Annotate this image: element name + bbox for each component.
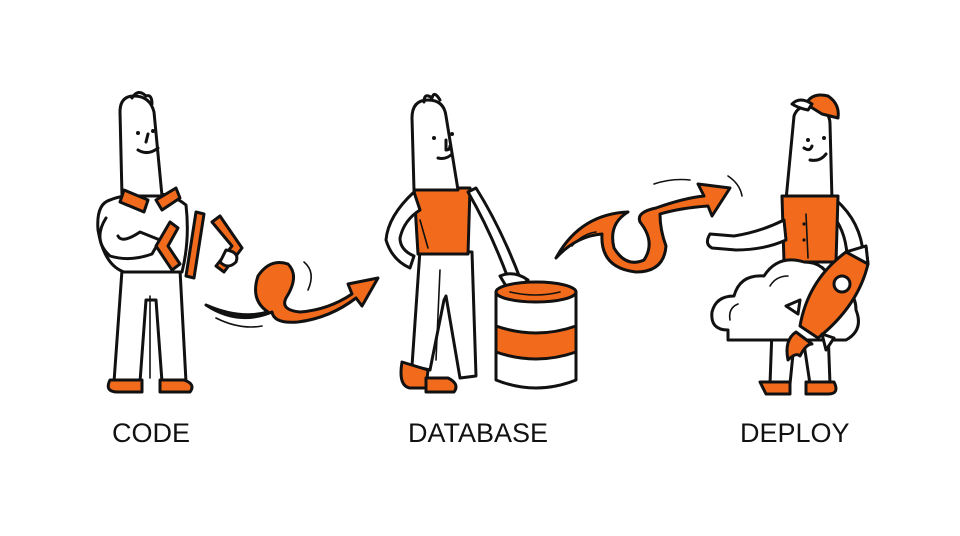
deploy-character [705, 93, 870, 396]
database-character [384, 93, 578, 394]
rocket-icon [784, 244, 870, 362]
loop-arrow-icon [204, 261, 380, 328]
step-label-deploy: DEPLOY [740, 418, 850, 448]
code-character [96, 91, 244, 394]
step-label-database: DATABASE [408, 418, 549, 448]
loop-arrow-icon [554, 175, 743, 274]
step-label-code: CODE [112, 418, 191, 448]
